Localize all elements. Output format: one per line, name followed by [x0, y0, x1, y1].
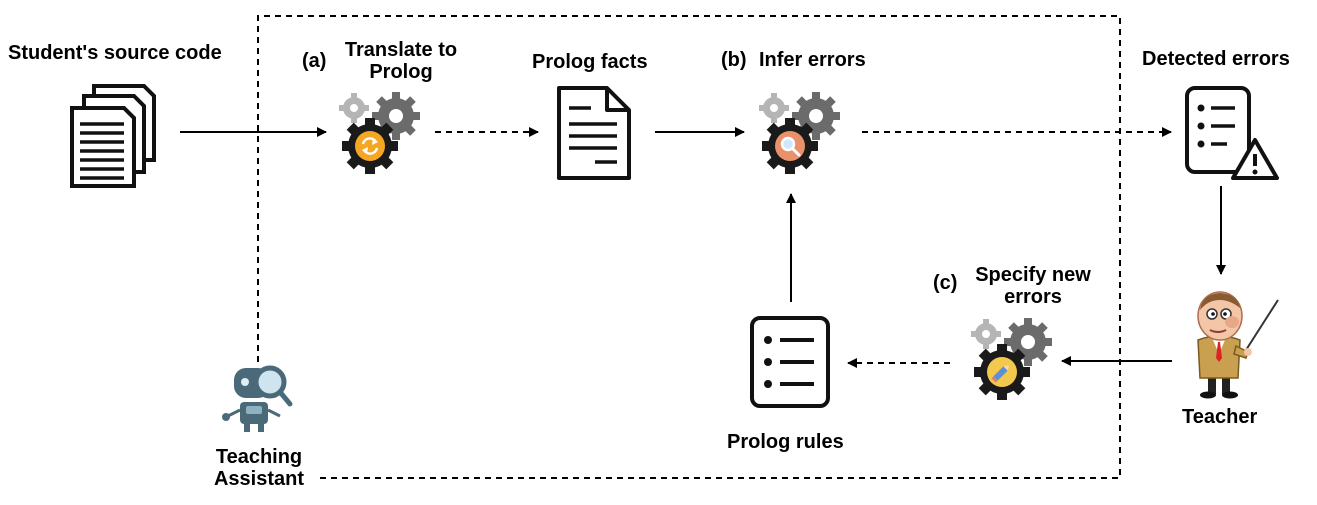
teaching-assistant-frame [257, 15, 1121, 479]
step-c-title-line2: errors [1004, 286, 1062, 308]
documents-stack-icon [70, 84, 156, 188]
step-b-title: Infer errors [759, 49, 866, 71]
prolog-facts-label: Prolog facts [532, 51, 648, 73]
list-icon [750, 316, 830, 408]
gears-edit-icon [971, 318, 1052, 400]
prolog-rules-label: Prolog rules [727, 431, 844, 453]
gears-sync-icon [339, 92, 420, 174]
step-a-title-line2: Prolog [369, 61, 433, 83]
step-a-title-line1: Translate to [344, 39, 458, 61]
assistant-line2: Assistant [213, 468, 305, 490]
step-a-title: Translate to Prolog [336, 39, 466, 83]
step-a-letter: (a) [302, 50, 327, 72]
step-c-title: Specify new errors [962, 264, 1104, 308]
assistant-line1: Teaching [215, 446, 303, 468]
teacher-label: Teacher [1182, 406, 1258, 428]
robot-magnifier-icon [222, 365, 293, 432]
list-warning-icon [1185, 86, 1279, 180]
source-label: Student's source code [8, 42, 222, 64]
step-c-letter: (c) [933, 272, 958, 294]
teaching-assistant-label: Teaching Assistant [200, 446, 318, 490]
document-icon [557, 86, 631, 180]
gears-search-icon [759, 92, 840, 174]
step-b-letter: (b) [721, 49, 747, 71]
step-c-title-line1: Specify new [975, 264, 1091, 286]
detected-errors-label: Detected errors [1142, 48, 1290, 70]
teacher-pointer-icon [1197, 291, 1279, 399]
